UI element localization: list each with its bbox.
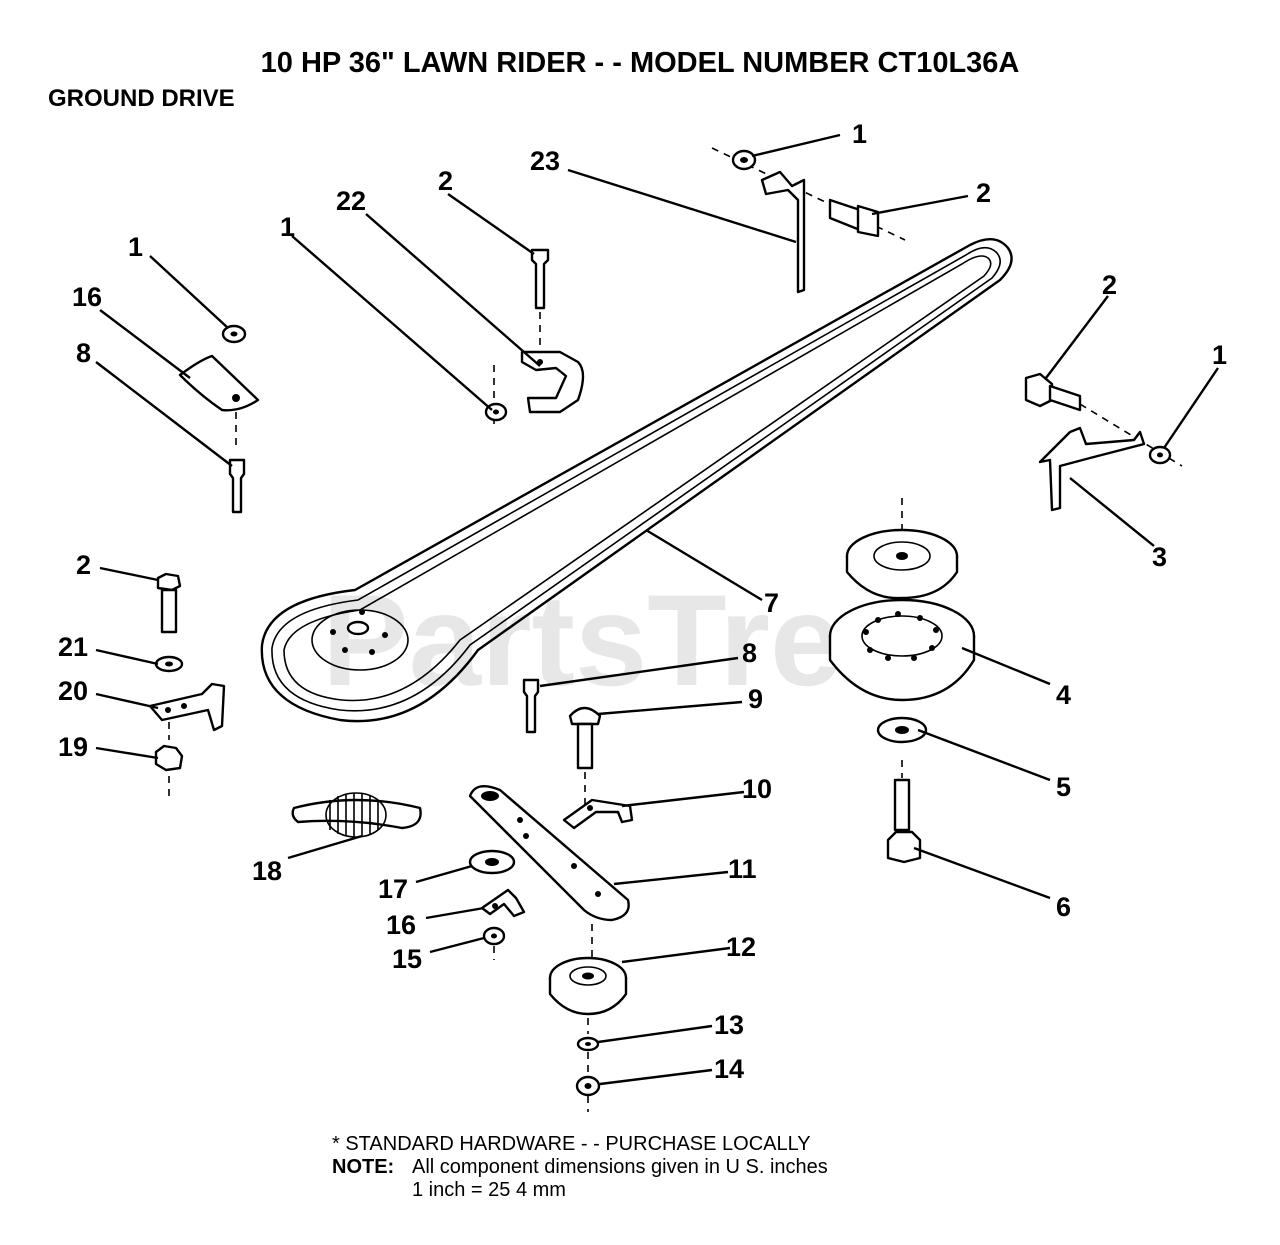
- note-label: NOTE:: [332, 1156, 394, 1178]
- callout-5: 5: [1056, 772, 1071, 802]
- leader-lines: [95, 133, 1219, 1086]
- watermark-logo: PartsTree: [322, 567, 915, 713]
- callout-1: 1: [128, 232, 143, 262]
- callout-2: 2: [76, 550, 91, 580]
- callout-18: 18: [252, 856, 282, 886]
- callout-17: 17: [378, 874, 408, 904]
- dimensions-note: All component dimensions given in U S. i…: [412, 1156, 828, 1178]
- callout-2: 2: [438, 166, 453, 196]
- callout-1: 1: [1212, 340, 1227, 370]
- callout-2: 2: [1102, 270, 1117, 300]
- left-clip-assembly: [178, 324, 260, 514]
- left-idler-stop-assembly: [148, 572, 226, 798]
- callout-7: 7: [764, 588, 779, 618]
- right-bracket-assembly: [1024, 372, 1183, 512]
- callout-1: 1: [852, 119, 867, 149]
- callout-3: 3: [1152, 542, 1167, 572]
- callout-15: 15: [392, 944, 422, 974]
- callout-12: 12: [726, 932, 756, 962]
- callout-13: 13: [714, 1010, 744, 1040]
- drive-belt: [260, 238, 1013, 723]
- callout-16: 16: [72, 282, 102, 312]
- callout-10: 10: [742, 774, 772, 804]
- callout-22: 22: [336, 186, 366, 216]
- footer-notes: * STANDARD HARDWARE - - PURCHASE LOCALLY…: [332, 1133, 828, 1201]
- callout-labels: 1 2 23 2 22 1 1 16 8 2 1 3 7 4 5 6 2 21 …: [58, 119, 1227, 1084]
- standard-hardware-note: * STANDARD HARDWARE - - PURCHASE LOCALLY: [332, 1133, 811, 1155]
- callout-11: 11: [728, 854, 757, 884]
- top-bracket-assembly: [711, 147, 906, 294]
- callout-20: 20: [58, 676, 88, 706]
- callout-21: 21: [58, 632, 88, 662]
- drive-pulley-assembly: [828, 498, 976, 864]
- callout-2: 2: [976, 178, 991, 208]
- callout-23: 23: [530, 146, 560, 176]
- idler-arm-assembly: [291, 678, 634, 1112]
- engine-pulley-hub: [311, 609, 409, 671]
- diagram-title: 10 HP 36" LAWN RIDER - - MODEL NUMBER CT…: [261, 47, 1020, 79]
- callout-8: 8: [76, 338, 91, 368]
- callout-9: 9: [748, 684, 763, 714]
- conversion-note: 1 inch = 25 4 mm: [412, 1179, 566, 1201]
- callout-4: 4: [1056, 680, 1071, 710]
- section-title: GROUND DRIVE: [48, 85, 235, 112]
- callout-8: 8: [742, 638, 757, 668]
- bracket-22-assembly: [484, 248, 585, 430]
- callout-14: 14: [714, 1054, 744, 1084]
- callout-16: 16: [386, 910, 416, 940]
- callout-6: 6: [1056, 892, 1071, 922]
- callout-1: 1: [280, 212, 295, 242]
- callout-19: 19: [58, 732, 88, 762]
